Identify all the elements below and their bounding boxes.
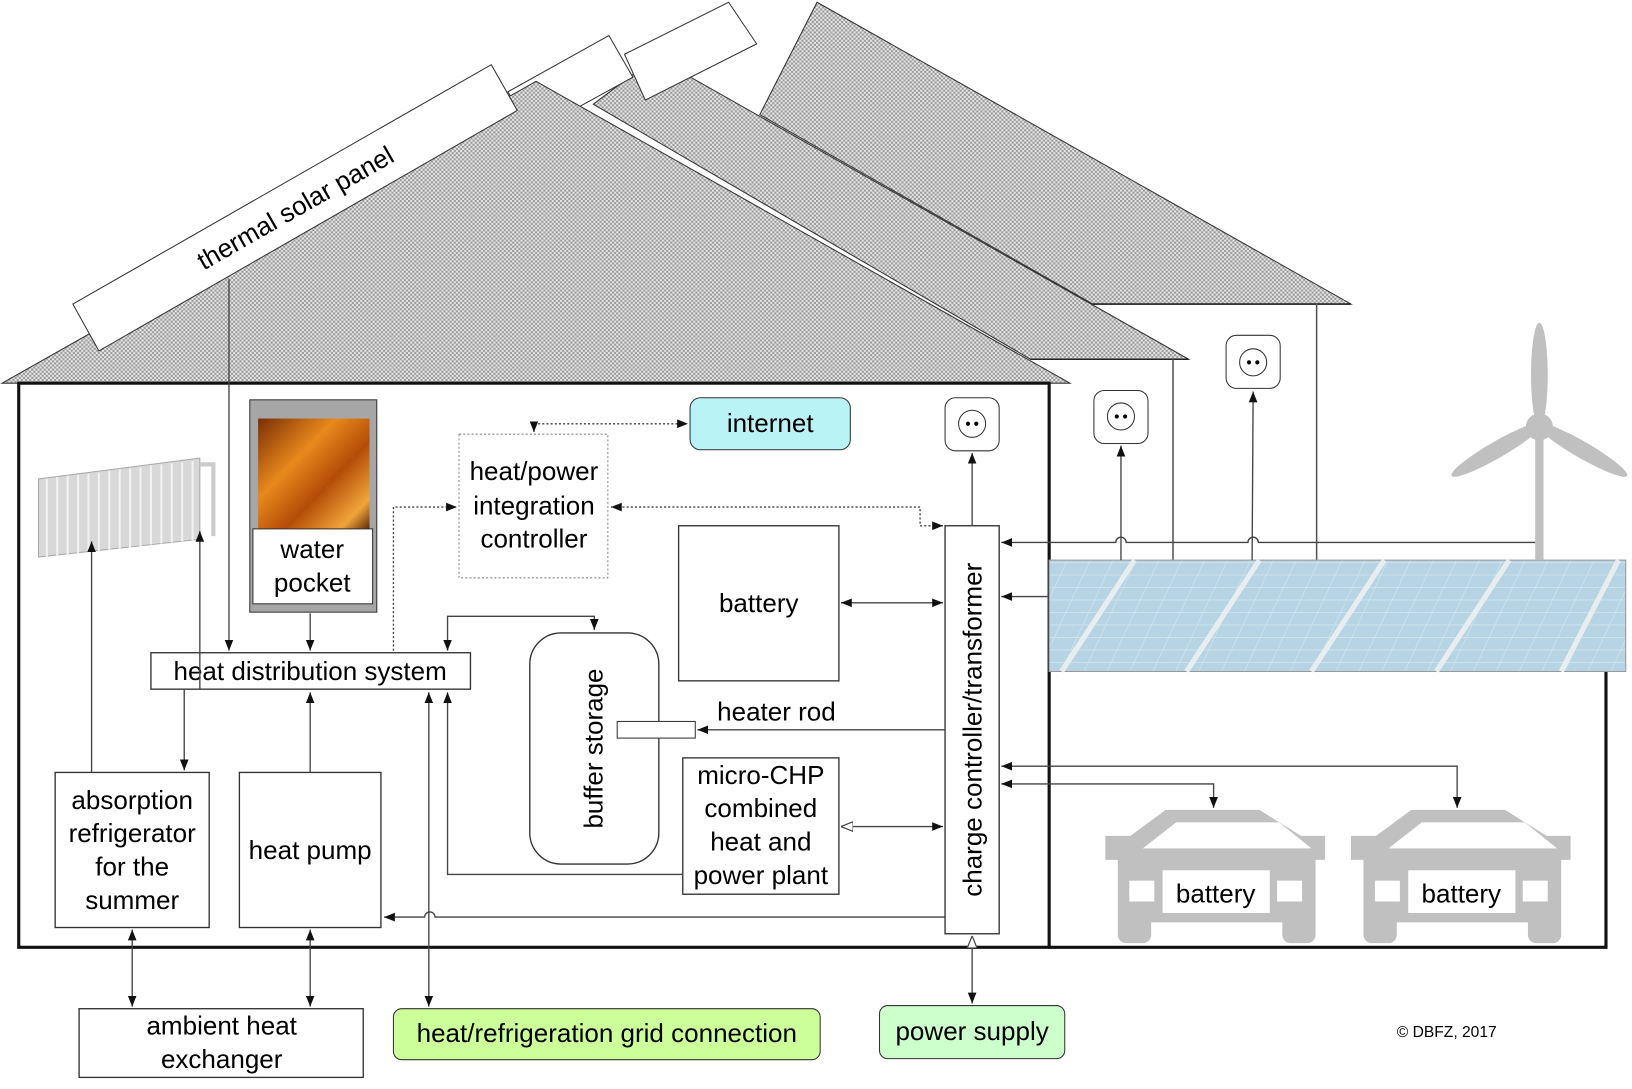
svg-text:heat/refrigeration grid connec: heat/refrigeration grid connection xyxy=(417,1018,797,1048)
svg-text:exchanger: exchanger xyxy=(161,1044,283,1074)
svg-text:micro-CHP: micro-CHP xyxy=(697,760,824,790)
heat-power-integration-controller: heat/power integration controller xyxy=(458,433,609,579)
heater-rod xyxy=(616,720,696,739)
micro-chp: micro-CHP combined heat and power plant xyxy=(682,757,840,895)
svg-text:charge controller/transformer: charge controller/transformer xyxy=(957,562,987,896)
internet-node: internet xyxy=(689,397,851,451)
absorption-refrigerator: absorption refrigerator for the summer xyxy=(54,771,210,929)
car-icon: battery xyxy=(1105,809,1325,944)
svg-text:controller: controller xyxy=(480,524,587,554)
svg-text:power plant: power plant xyxy=(694,860,829,890)
heat-distribution-system: heat distribution system xyxy=(150,652,472,690)
garage-walls xyxy=(1049,671,1608,949)
car-icon: battery xyxy=(1350,809,1571,944)
svg-text:buffer storage: buffer storage xyxy=(579,668,609,828)
heater-rod-label: heater rod xyxy=(717,696,836,726)
svg-text:absorption: absorption xyxy=(71,785,193,815)
ambient-heat-exchanger: ambient heat exchanger xyxy=(78,1008,364,1079)
power-socket-icon xyxy=(944,397,1000,452)
svg-text:for the: for the xyxy=(95,851,169,881)
svg-text:pocket: pocket xyxy=(274,567,351,597)
svg-text:heat and: heat and xyxy=(710,827,811,857)
svg-text:battery: battery xyxy=(719,588,799,618)
car-battery-label: battery xyxy=(1176,879,1256,909)
grid-connection: heat/refrigeration grid connection xyxy=(392,1008,821,1061)
svg-text:internet: internet xyxy=(727,408,815,438)
svg-text:heat/power: heat/power xyxy=(470,456,599,486)
svg-text:heat pump: heat pump xyxy=(249,835,372,865)
power-supply: power supply xyxy=(878,1005,1066,1060)
buffer-storage: buffer storage xyxy=(529,632,696,865)
copyright: © DBFZ, 2017 xyxy=(1397,1024,1497,1041)
charge-controller-transformer: charge controller/transformer xyxy=(944,525,1000,935)
svg-text:power supply: power supply xyxy=(895,1016,1048,1046)
home-battery: battery xyxy=(677,525,840,682)
svg-text:heat distribution system: heat distribution system xyxy=(174,656,447,686)
svg-text:combined: combined xyxy=(704,793,817,823)
svg-text:ambient heat: ambient heat xyxy=(146,1011,297,1041)
svg-text:water: water xyxy=(279,534,344,564)
pv-panel-icon xyxy=(1048,558,1627,673)
back-houses xyxy=(507,1,1353,561)
heat-pump: heat pump xyxy=(238,771,382,929)
power-socket-icon xyxy=(1225,334,1281,389)
solar-panel-back-2 xyxy=(623,1,758,101)
car-battery-label: battery xyxy=(1422,879,1502,909)
svg-text:integration: integration xyxy=(473,490,595,520)
svg-text:refrigerator: refrigerator xyxy=(69,818,197,848)
radiator-icon xyxy=(37,457,216,558)
connectors xyxy=(87,279,1536,1007)
power-socket-icon xyxy=(1093,389,1149,445)
wind-turbine-icon xyxy=(1451,322,1628,561)
svg-text:summer: summer xyxy=(85,885,179,915)
water-pocket: water pocket xyxy=(249,399,378,613)
fire-icon xyxy=(258,418,370,534)
